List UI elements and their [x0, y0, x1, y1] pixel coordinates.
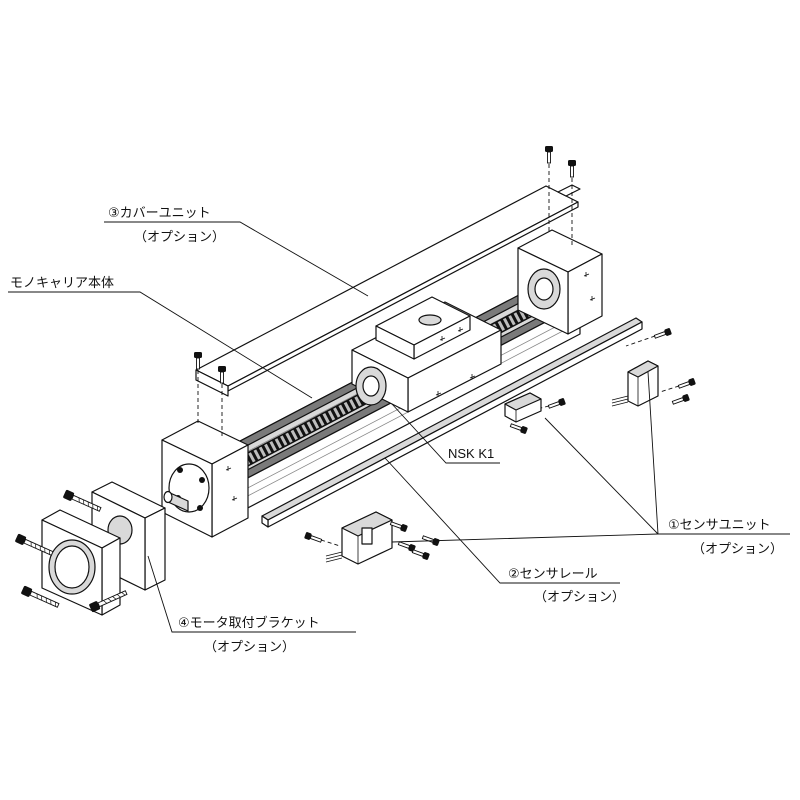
cover-unit-plate	[195, 184, 581, 397]
sensor-rail	[261, 317, 643, 528]
sensor-unit-middle	[504, 392, 542, 423]
label-nsk-k1: NSK K1	[448, 446, 494, 461]
carrier-top-table	[375, 296, 471, 360]
bolt-hole	[177, 467, 183, 473]
leader-monocarrier-body	[8, 291, 313, 399]
label-sensor-unit: ①センサユニット	[668, 518, 771, 533]
bolt-hole	[199, 477, 205, 483]
callout-labels: ③カバーユニット （オプション） モノキャリア本体 NSK K1 ①センサユニッ…	[10, 206, 783, 655]
leader-sensor-rail	[384, 457, 620, 584]
nsk-k1-seal	[355, 366, 387, 406]
left-end-block	[161, 420, 249, 538]
leader-motor-bracket	[147, 555, 356, 633]
leader-lines	[8, 221, 790, 633]
label-sensor-rail-option: （オプション）	[534, 590, 625, 605]
label-sensor-unit-option: （オプション）	[692, 542, 783, 557]
label-sensor-rail: ②センサレール	[508, 567, 598, 582]
bolt-hole	[197, 505, 203, 511]
motor-shaft	[163, 490, 189, 512]
sensor-screws	[303, 327, 697, 561]
motor-bracket-plate	[41, 509, 121, 616]
sensor-unit-lower	[325, 511, 393, 565]
label-monocarrier-body: モノキャリア本体	[10, 276, 114, 291]
label-motor-bracket: ④モータ取付ブラケット	[178, 615, 320, 631]
leader-nsk-k1	[391, 403, 500, 464]
right-end-block	[517, 229, 603, 335]
leader-sensor-unit-lower	[391, 533, 659, 543]
label-cover-unit: ③カバーユニット	[108, 206, 211, 221]
leader-cover-unit	[104, 221, 369, 297]
sensor-unit-upper	[611, 360, 659, 407]
cover-screws	[193, 145, 577, 436]
label-motor-bracket-option: （オプション）	[204, 640, 295, 655]
leader-sensor-unit-middle	[544, 417, 659, 535]
label-cover-unit-option: （オプション）	[134, 230, 225, 245]
